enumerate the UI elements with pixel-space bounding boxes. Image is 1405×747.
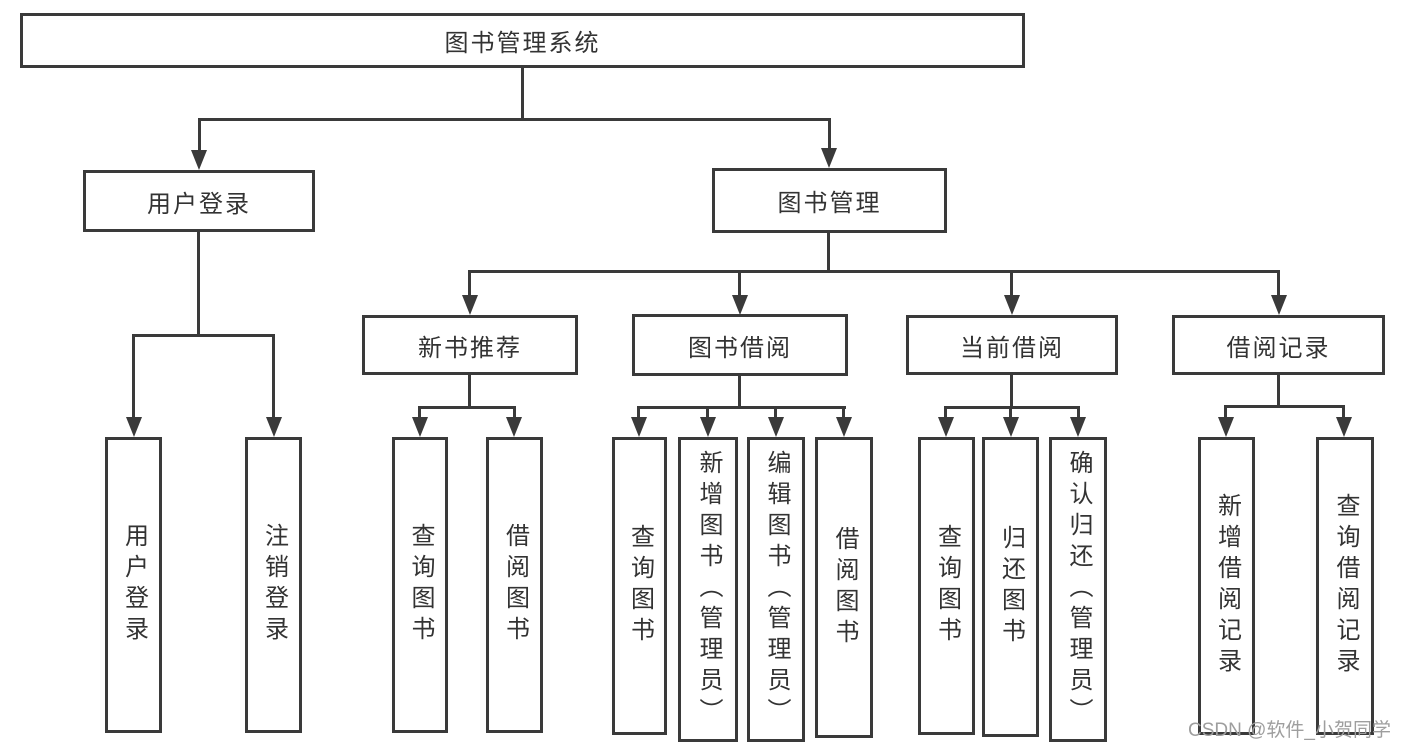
arrow-down-icon bbox=[412, 417, 428, 437]
node-user-login: 用户登录 bbox=[83, 170, 315, 232]
node-book-management: 图书管理 bbox=[712, 168, 947, 233]
connector-line bbox=[1010, 270, 1013, 297]
arrow-down-icon bbox=[631, 417, 647, 437]
connector-line bbox=[468, 270, 1280, 273]
connector-line bbox=[418, 406, 516, 409]
connector-line bbox=[132, 334, 135, 420]
leaf-label: 新增借阅记录 bbox=[1213, 493, 1241, 679]
arrow-down-icon bbox=[126, 417, 142, 437]
connector-line bbox=[1077, 406, 1080, 420]
node-new-book-recommend: 新书推荐 bbox=[362, 315, 578, 375]
leaf-label: 编辑图书（管理员） bbox=[763, 450, 790, 729]
node-label: 用户登录 bbox=[147, 190, 251, 218]
arrow-down-icon bbox=[1003, 417, 1019, 437]
leaf-label: 查询图书 bbox=[933, 524, 961, 648]
node-label: 图书管理系统 bbox=[444, 30, 601, 57]
connector-line bbox=[468, 375, 471, 406]
connector-line bbox=[521, 68, 524, 118]
leaf-user-login: 用户登录 bbox=[105, 437, 162, 733]
connector-line bbox=[197, 232, 200, 334]
arrow-down-icon bbox=[836, 417, 852, 437]
connector-line bbox=[637, 406, 846, 409]
node-current-borrowing: 当前借阅 bbox=[906, 315, 1118, 375]
arrow-down-icon bbox=[768, 417, 784, 437]
arrow-down-icon bbox=[938, 417, 954, 437]
connector-line bbox=[944, 406, 947, 420]
arrow-down-icon bbox=[732, 295, 748, 315]
node-label: 图书借阅 bbox=[688, 334, 792, 362]
connector-line bbox=[738, 270, 741, 297]
node-label: 图书管理 bbox=[777, 190, 882, 217]
leaf-query-books-current: 查询图书 bbox=[918, 437, 975, 735]
connector-line bbox=[828, 118, 831, 150]
leaf-label: 查询图书 bbox=[407, 523, 434, 647]
leaf-label: 借阅图书 bbox=[831, 525, 858, 650]
connector-line bbox=[1009, 406, 1012, 420]
connector-line bbox=[1010, 375, 1013, 406]
leaf-label: 确认归还（管理员） bbox=[1065, 450, 1092, 729]
connector-line bbox=[1224, 405, 1227, 420]
leaf-query-borrow-record: 查询借阅记录 bbox=[1316, 437, 1374, 735]
arrow-down-icon bbox=[506, 417, 522, 437]
leaf-query-books-borrowing: 查询图书 bbox=[612, 437, 667, 735]
arrow-down-icon bbox=[191, 150, 207, 170]
node-book-borrowing: 图书借阅 bbox=[632, 314, 848, 376]
connector-line bbox=[706, 406, 709, 420]
connector-line bbox=[827, 233, 830, 270]
leaf-add-borrow-record: 新增借阅记录 bbox=[1198, 437, 1255, 735]
arrow-down-icon bbox=[462, 295, 478, 315]
arrow-down-icon bbox=[700, 417, 716, 437]
connector-line bbox=[198, 118, 201, 152]
node-library-system: 图书管理系统 bbox=[20, 13, 1025, 68]
leaf-label: 查询借阅记录 bbox=[1332, 493, 1359, 679]
connector-line bbox=[774, 406, 777, 420]
connector-line bbox=[1342, 405, 1345, 420]
connector-line bbox=[513, 406, 516, 420]
leaf-label: 查询图书 bbox=[626, 524, 654, 648]
connector-line bbox=[1224, 405, 1345, 408]
arrow-down-icon bbox=[821, 148, 837, 168]
connector-line bbox=[738, 376, 741, 406]
connector-line bbox=[944, 406, 1080, 409]
arrow-down-icon bbox=[1271, 295, 1287, 315]
connector-line bbox=[637, 406, 640, 420]
connector-line bbox=[198, 118, 831, 121]
connector-line bbox=[132, 334, 275, 337]
node-borrowing-records: 借阅记录 bbox=[1172, 315, 1385, 375]
watermark: CSDN @软件_小贺同学 bbox=[1188, 720, 1391, 741]
leaf-label: 归还图书 bbox=[997, 525, 1025, 649]
arrow-down-icon bbox=[1336, 417, 1352, 437]
node-label: 新书推荐 bbox=[418, 334, 522, 362]
connector-line bbox=[418, 406, 421, 420]
leaf-return-book: 归还图书 bbox=[982, 437, 1039, 737]
arrow-down-icon bbox=[1070, 417, 1086, 437]
arrow-down-icon bbox=[1004, 295, 1020, 315]
connector-line bbox=[842, 406, 845, 420]
connector-line bbox=[1277, 375, 1280, 405]
leaf-label: 注销登录 bbox=[260, 523, 288, 647]
arrow-down-icon bbox=[266, 417, 282, 437]
connector-line bbox=[272, 334, 275, 420]
node-label: 当前借阅 bbox=[960, 334, 1064, 362]
connector-line bbox=[1277, 270, 1280, 297]
leaf-borrow-books-recommend: 借阅图书 bbox=[486, 437, 543, 733]
leaf-label: 用户登录 bbox=[120, 523, 148, 647]
leaf-logout: 注销登录 bbox=[245, 437, 302, 733]
connector-line bbox=[468, 270, 471, 297]
leaf-borrow-books-borrowing: 借阅图书 bbox=[815, 437, 873, 738]
leaf-add-book-admin: 新增图书（管理员） bbox=[678, 437, 738, 742]
leaf-label: 借阅图书 bbox=[501, 523, 529, 647]
leaf-edit-book-admin: 编辑图书（管理员） bbox=[747, 437, 805, 742]
leaf-confirm-return-admin: 确认归还（管理员） bbox=[1049, 437, 1107, 742]
leaf-query-books-recommend: 查询图书 bbox=[392, 437, 448, 733]
leaf-label: 新增图书（管理员） bbox=[695, 450, 722, 729]
node-label: 借阅记录 bbox=[1226, 334, 1331, 362]
arrow-down-icon bbox=[1218, 417, 1234, 437]
